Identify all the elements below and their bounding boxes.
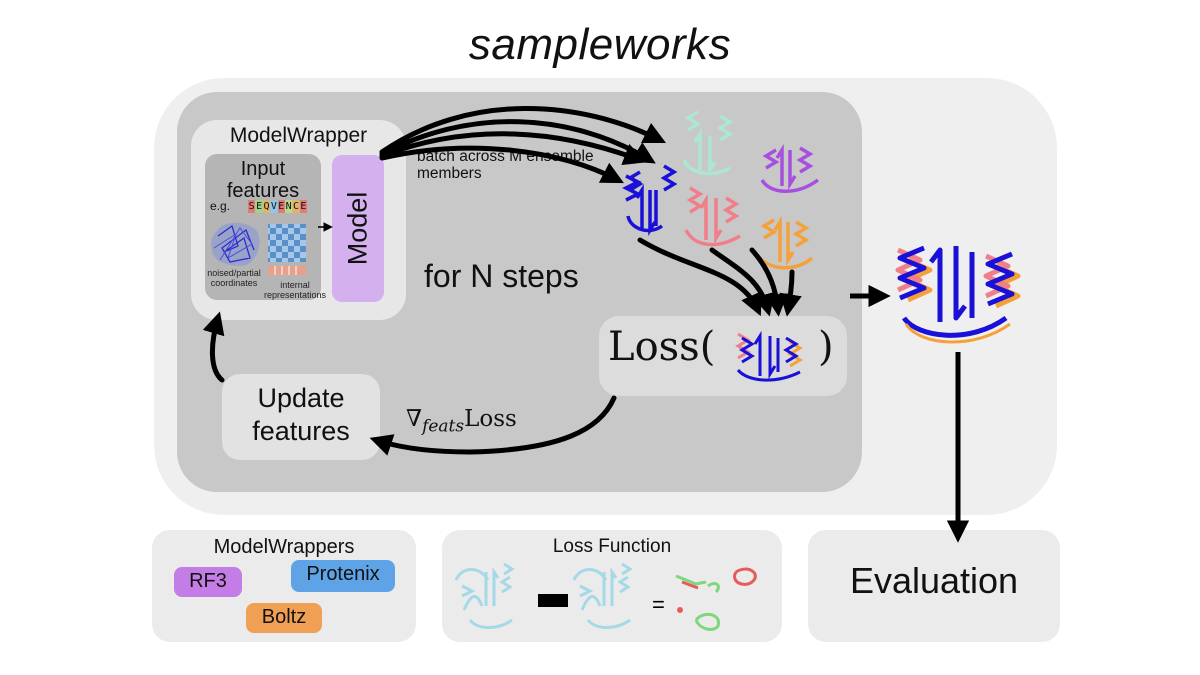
sequence-letter: C	[292, 200, 300, 213]
loss-close-paren: )	[818, 324, 834, 370]
sequence-letter: S	[248, 200, 256, 213]
internal-representations-label: internal representations	[263, 280, 327, 300]
loss-protein	[735, 330, 803, 382]
ensemble-to-loss-arrows	[637, 237, 802, 317]
loss-box	[599, 316, 847, 396]
sequence-letter: N	[284, 200, 293, 213]
model-to-ensemble-arrows	[379, 106, 667, 184]
loss-function-title: Loss Function	[552, 536, 672, 557]
gradient-arrow	[369, 395, 617, 456]
update-features-label: Update features	[252, 383, 350, 446]
loss-structure-a	[454, 562, 515, 629]
eg-label: e.g.	[210, 199, 231, 213]
protenix-chip: Protenix	[291, 560, 395, 592]
final-structure	[895, 245, 1021, 344]
model-box	[332, 155, 384, 302]
steps-label: for N steps	[424, 258, 579, 294]
representation-strip	[268, 266, 306, 275]
sequence-letter: V	[270, 200, 278, 213]
representation-grid	[268, 224, 306, 262]
gradient-subscript: feats	[422, 416, 465, 437]
sequence-letter: Q	[262, 200, 271, 213]
coordinates-blob	[211, 222, 260, 266]
model-wrappers-title: ModelWrappers	[213, 536, 355, 558]
ensemble-member-orange	[758, 215, 814, 270]
batch-label: batch across M ensemble members	[417, 148, 594, 182]
gradient-term: Loss	[464, 406, 517, 432]
ensemble-member-pink	[684, 186, 741, 247]
ensemble-member-mint	[682, 110, 734, 177]
loss-label: Loss(	[608, 324, 716, 370]
rf3-chip: RF3	[174, 567, 242, 597]
sequence-letter: E	[255, 200, 263, 213]
input-features-title: Input features	[226, 158, 300, 202]
update-to-wrapper-arrow	[202, 311, 225, 383]
loss-difference	[675, 567, 757, 631]
evaluation-title: Evaluation	[849, 560, 1019, 601]
gradient-nabla: ∇	[406, 406, 423, 432]
boltz-chip: Boltz	[246, 603, 322, 633]
sequence-letter: E	[299, 200, 308, 213]
loss-structure-b	[572, 562, 633, 629]
sequence-letter: E	[277, 200, 285, 213]
coordinates-label: noised/partial coordinates	[207, 268, 261, 288]
model-wrapper-title: ModelWrapper	[229, 124, 368, 147]
ensemble-member-purple	[760, 143, 820, 193]
minus-sign	[538, 594, 568, 607]
equals-sign: =	[652, 592, 665, 617]
ensemble-member-blue	[622, 164, 678, 237]
gradient-label: ∇featsLoss	[406, 406, 517, 437]
diagram-title: sampleworks	[468, 20, 732, 69]
evaluation-panel	[808, 530, 1060, 642]
update-features-box	[222, 374, 380, 460]
